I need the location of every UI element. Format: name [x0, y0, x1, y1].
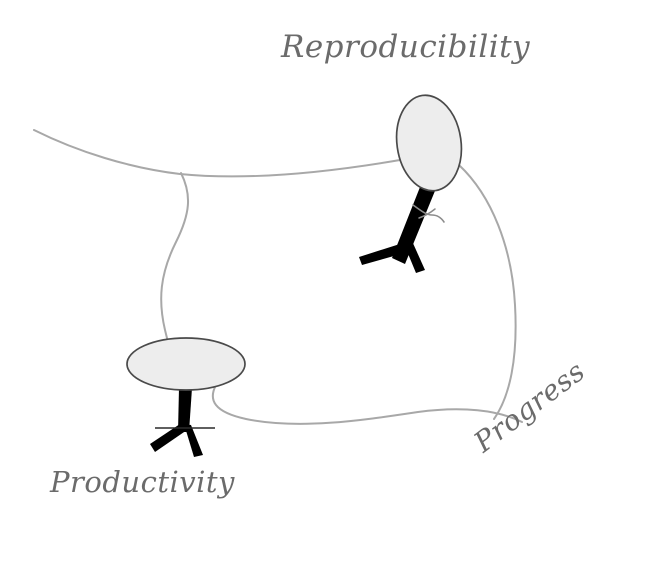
- reproducibility-mushroom: [359, 94, 463, 273]
- label-reproducibility: Reproducibility: [281, 29, 531, 65]
- reproducibility-to-progress-line: [458, 164, 517, 420]
- productivity-to-progress-line: [211, 384, 523, 425]
- top-left-hypha-line: [33, 129, 401, 178]
- productivity-cap: [126, 337, 246, 391]
- reproducibility-right-foot: [404, 241, 425, 273]
- hypha-lines: [33, 129, 523, 425]
- reproducibility-tendril: [412, 204, 445, 223]
- productivity-mushroom: [126, 337, 246, 457]
- label-productivity: Productivity: [50, 465, 235, 499]
- productivity-right-foot: [184, 424, 203, 457]
- reproducibility-tendril-spur: [418, 208, 436, 219]
- reproducibility-left-foot: [359, 243, 408, 265]
- reproducibility-cap: [395, 94, 463, 192]
- productivity-left-foot: [150, 424, 187, 452]
- productivity-stalk: [178, 388, 192, 432]
- junction-to-productivity-line: [160, 172, 190, 345]
